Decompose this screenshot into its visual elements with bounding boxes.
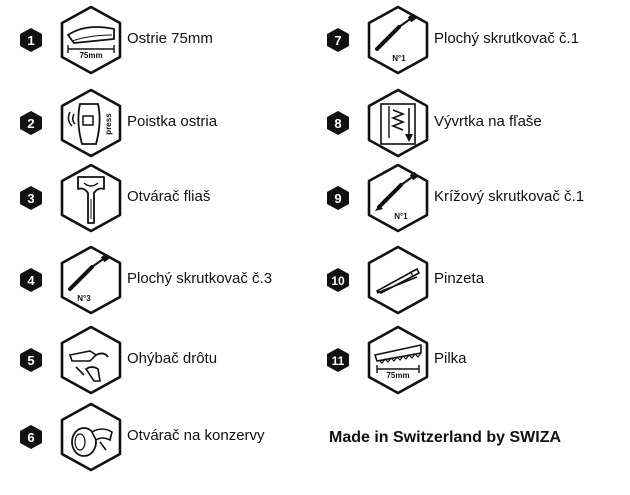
- feature-label: Krížový skrutkovač č.1: [434, 188, 585, 205]
- icon-caption: N°1: [392, 54, 406, 63]
- saw-icon: 75mm: [363, 325, 433, 395]
- feature-item: 3 Otvárač fliaš: [20, 163, 320, 256]
- feature-item: 10 Pinzeta: [327, 245, 627, 338]
- number-badge-text: 10: [331, 274, 345, 288]
- number-badge: 2: [20, 111, 42, 135]
- tweezers-icon: [363, 245, 433, 315]
- wire-bender-icon: [56, 325, 126, 395]
- icon-caption: N°3: [77, 294, 91, 303]
- number-badge-text: 6: [27, 430, 34, 445]
- made-in-caption: Made in Switzerland by SWIZA: [329, 429, 562, 446]
- bottle-opener-icon: [56, 163, 126, 233]
- flat-screwdriver-icon: N°3: [56, 245, 126, 315]
- number-badge-text: 4: [27, 273, 35, 288]
- number-badge-text: 9: [334, 191, 341, 206]
- number-badge: 5: [20, 348, 42, 372]
- feature-label: Otvárač na konzervy: [127, 427, 265, 444]
- number-badge-text: 5: [27, 353, 34, 368]
- number-badge: 9: [327, 186, 349, 210]
- feature-item: 1 75mm Ostrie 75mm: [20, 5, 320, 98]
- number-badge-text: 7: [334, 33, 341, 48]
- feature-label: Otvárač fliaš: [127, 188, 211, 205]
- feature-item: 11 75mm Pilka: [327, 325, 627, 418]
- icon-caption: press: [104, 113, 113, 135]
- flat-screwdriver-icon: N°1: [363, 5, 433, 75]
- feature-label: Poistka ostria: [127, 113, 218, 130]
- feature-label: Vývrtka na fľaše: [434, 113, 542, 130]
- number-badge: 1: [20, 28, 42, 52]
- number-badge-text: 11: [332, 354, 345, 368]
- icon-caption: N°1: [394, 212, 408, 221]
- feature-item: 2 press Poistka ostria: [20, 88, 320, 181]
- feature-item: 8 Vývrtka na fľaše: [327, 88, 627, 181]
- feature-item: 4 N°3 Plochý skrutkovač č.3: [20, 245, 320, 338]
- number-badge: 3: [20, 186, 42, 210]
- feature-item: 7 N°1 Plochý skrutkovač č.1: [327, 5, 627, 98]
- feature-item: 9 N°1 Krížový skrutkovač č.1: [327, 163, 627, 256]
- feature-label: Plochý skrutkovač č.3: [127, 270, 273, 287]
- number-badge-text: 3: [27, 191, 34, 206]
- number-badge: 11: [327, 348, 349, 372]
- feature-label: Plochý skrutkovač č.1: [434, 30, 580, 47]
- feature-item: 5 Ohýbač drôtu: [20, 325, 320, 418]
- number-badge-text: 1: [27, 33, 34, 48]
- number-badge: 7: [327, 28, 349, 52]
- number-badge: 8: [327, 111, 349, 135]
- icon-caption: 75mm: [79, 51, 102, 60]
- feature-label: Pinzeta: [434, 270, 485, 287]
- number-badge-text: 8: [334, 116, 341, 131]
- knife-blade-icon: 75mm: [56, 5, 126, 75]
- phillips-screwdriver-icon: N°1: [363, 163, 433, 233]
- feature-label: Ohýbač drôtu: [127, 350, 218, 367]
- number-badge-text: 2: [27, 116, 34, 131]
- number-badge: 10: [327, 268, 349, 292]
- number-badge: 6: [20, 425, 42, 449]
- blade-lock-icon: press: [56, 88, 126, 158]
- feature-item: 6 Otvárač na konzervy: [20, 402, 320, 495]
- icon-caption: 75mm: [386, 371, 409, 380]
- feature-label: Ostrie 75mm: [127, 30, 213, 47]
- can-opener-icon: [56, 402, 126, 472]
- feature-label: Pilka: [434, 350, 467, 367]
- corkscrew-icon: [363, 88, 433, 158]
- number-badge: 4: [20, 268, 42, 292]
